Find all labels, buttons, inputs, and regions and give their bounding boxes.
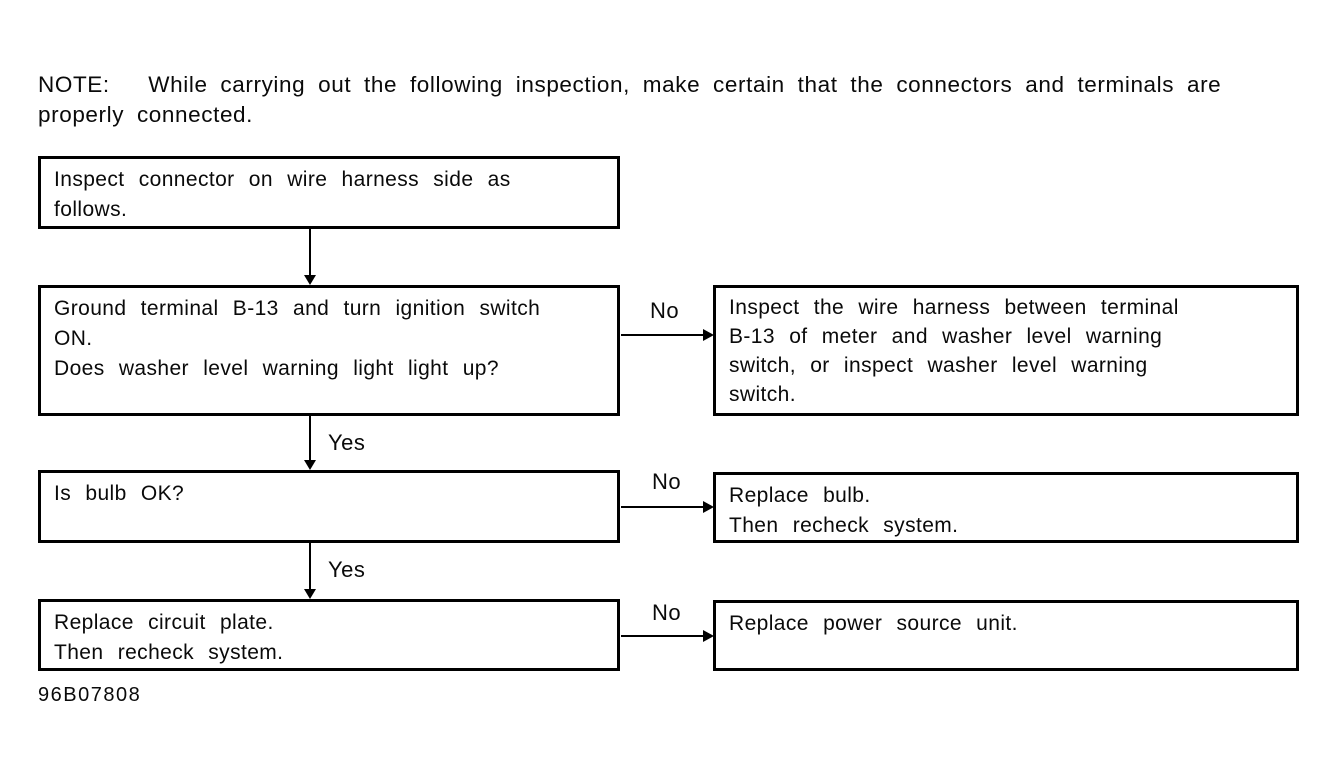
edge-label-no-3: No <box>652 600 682 625</box>
box-inspect-wire-harness: Inspect the wire harness between termina… <box>713 285 1299 416</box>
arrowhead-down-icon <box>304 589 316 599</box>
box-is-bulb-ok: Is bulb OK? <box>38 470 620 543</box>
connector-step2-action1 <box>621 334 704 336</box>
edge-label-yes-2: Yes <box>328 557 366 582</box>
edge-label-yes-1: Yes <box>328 430 366 455</box>
arrowhead-right-icon <box>703 501 714 513</box>
arrowhead-down-icon <box>304 460 316 470</box>
connector-step3-action2 <box>621 506 704 508</box>
figure-code: 96B07808 <box>38 684 142 706</box>
edge-label-no-2: No <box>652 469 682 494</box>
arrowhead-down-icon <box>304 275 316 285</box>
box-inspect-connector: Inspect connector on wire harness side a… <box>38 156 620 229</box>
box-replace-bulb: Replace bulb. Then recheck system. <box>713 472 1299 543</box>
box-replace-circuit-plate: Replace circuit plate. Then recheck syst… <box>38 599 620 671</box>
connector-step2-step3 <box>309 416 311 461</box>
arrowhead-right-icon <box>703 329 714 341</box>
box-ground-terminal-b13: Ground terminal B-13 and turn ignition s… <box>38 285 620 416</box>
box-replace-power-source-unit: Replace power source unit. <box>713 600 1299 671</box>
note-text: NOTE: While carrying out the following i… <box>38 72 1222 127</box>
arrowhead-right-icon <box>703 630 714 642</box>
edge-label-no-1: No <box>650 298 680 323</box>
connector-step1-step2 <box>309 229 311 276</box>
connector-step3-step4 <box>309 543 311 590</box>
connector-step4-action3 <box>621 635 704 637</box>
